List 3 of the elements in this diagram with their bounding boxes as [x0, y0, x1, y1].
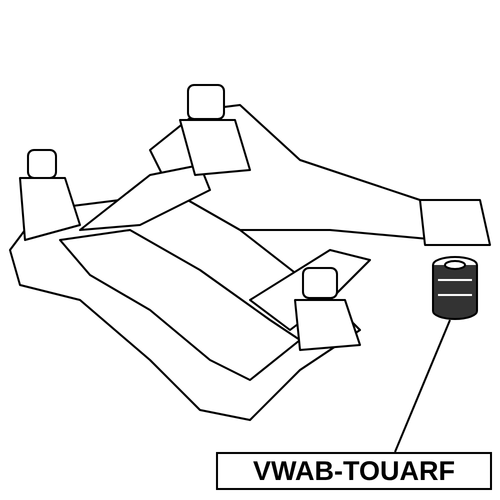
bushing-drawing — [430, 255, 480, 321]
part-number-label: VWAB-TOUARF — [216, 452, 492, 490]
leader-line — [394, 320, 451, 452]
